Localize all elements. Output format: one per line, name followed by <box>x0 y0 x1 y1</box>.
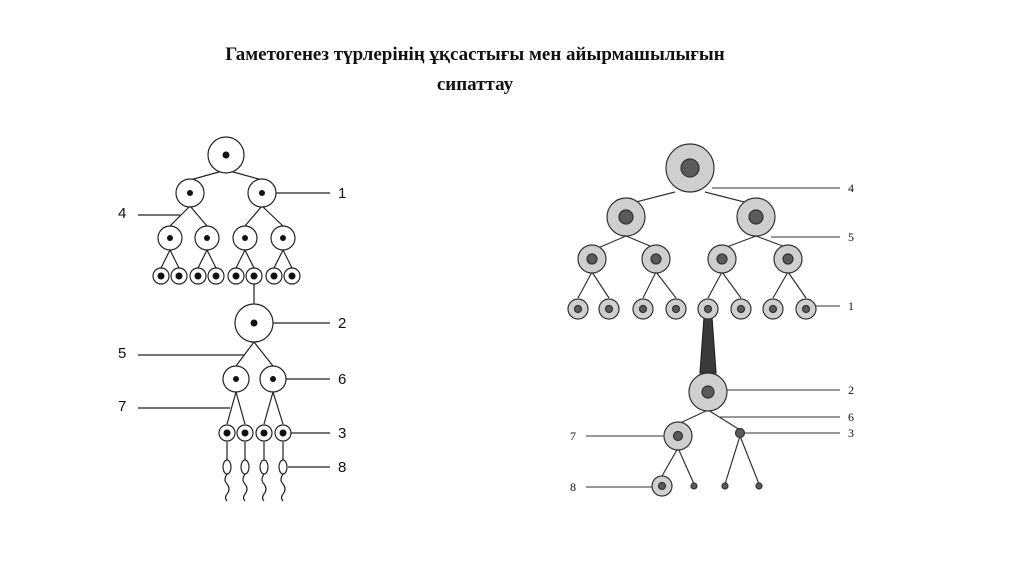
polar-bodies <box>690 482 763 490</box>
oo-label-8: 8 <box>570 480 576 494</box>
sperm-label-1: 1 <box>338 185 346 202</box>
oo-label-4: 4 <box>848 181 854 195</box>
oogonium-cell <box>665 143 715 193</box>
oo-label-7: 7 <box>570 429 576 443</box>
sperm-label-7: 7 <box>118 398 126 415</box>
spermatogenesis-labels: 1 2 3 4 5 6 7 8 <box>118 185 346 476</box>
oo-label-2: 2 <box>848 383 854 397</box>
oo-cell-l3-row <box>567 298 817 320</box>
spermatid-cells <box>218 424 292 442</box>
oo-label-5: 5 <box>848 230 854 244</box>
sperm-label-6: 6 <box>338 371 346 388</box>
sperm-branch-lines <box>160 169 293 460</box>
spermatogonium-cell <box>207 136 245 174</box>
primary-spermatocyte-cell <box>234 303 274 343</box>
oo-label-1: 1 <box>848 299 854 313</box>
oo-label-6: 6 <box>848 410 854 424</box>
oo-label-3: 3 <box>848 426 854 440</box>
oo-leader-lines <box>586 187 840 488</box>
sperm-cell-l2 <box>157 225 296 251</box>
primary-oocyte-cell <box>688 372 728 412</box>
secondary-oocyte-cell <box>663 421 693 451</box>
sperm-cell-l3-row <box>152 267 301 285</box>
oo-cell-l1 <box>606 197 776 237</box>
ovum-cell <box>651 475 673 497</box>
oo-branch-lines <box>577 191 807 485</box>
sperm-label-5: 5 <box>118 345 126 362</box>
first-polar-body <box>734 427 746 439</box>
growth-cone-shape <box>699 317 717 374</box>
spermatozoa <box>222 459 288 502</box>
title-line-1: Гаметогенез түрлерінің ұқсастығы мен айы… <box>225 44 725 65</box>
spermatogenesis-diagram <box>138 136 330 502</box>
oogenesis-diagram <box>567 143 840 497</box>
oo-cell-l2 <box>577 244 803 274</box>
sperm-label-4: 4 <box>118 205 126 222</box>
title-line-2: сипаттау <box>436 74 514 95</box>
sperm-cell-l1 <box>175 178 277 208</box>
sperm-leader-lines <box>138 192 330 468</box>
oogenesis-labels: 1 2 3 4 5 6 7 8 <box>570 181 854 494</box>
slide-title: Гаметогенез түрлерінің ұқсастығы мен айы… <box>0 40 950 100</box>
sperm-label-2: 2 <box>338 315 346 332</box>
sperm-label-3: 3 <box>338 425 346 442</box>
sperm-label-8: 8 <box>338 459 346 476</box>
secondary-spermatocyte-cells <box>222 365 287 393</box>
